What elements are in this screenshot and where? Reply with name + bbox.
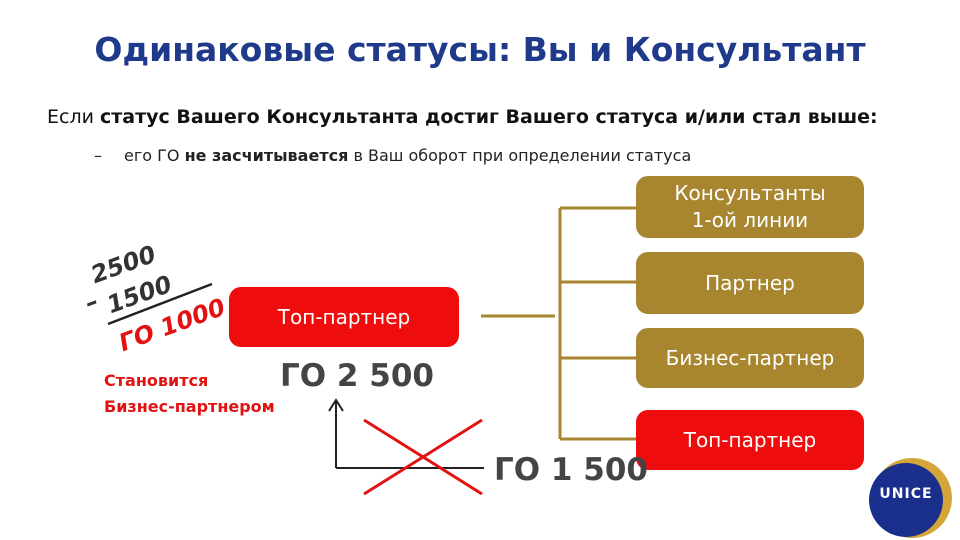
sub-part1: его ГО [124, 146, 185, 165]
calc-underline [107, 282, 213, 326]
right-box-1-line2: 1-ой линии [691, 208, 809, 232]
sub-part2: в Ваш оборот при определении статуса [348, 146, 692, 165]
right-box-1-line1: Консультанты [674, 181, 826, 205]
right-box-business-partner: Бизнес-партнер [636, 328, 864, 388]
right-box-top-partner: Топ-партнер [636, 410, 864, 470]
arrow-head [328, 398, 344, 412]
lead-prefix: Если [47, 106, 100, 128]
sub-bold: не засчитывается [184, 146, 349, 165]
logo-disc [869, 463, 943, 537]
bullet-dash: – [94, 146, 102, 165]
logo-text: UNICE [879, 486, 933, 502]
lead-bold: статус Вашего Консультанта достиг Вашего… [99, 106, 878, 128]
right-box-partner: Партнер [636, 252, 864, 314]
unice-logo [869, 458, 952, 538]
slide-title: Одинаковые статусы: Вы и Консультант [94, 30, 866, 69]
sub-bullet: – его ГО не засчитывается в Ваш оборот пр… [94, 146, 691, 165]
right-box-consultants: Консультанты 1-ой линии [636, 176, 864, 238]
cross-line-2 [363, 418, 483, 496]
note-line2: Бизнес-партнером [104, 397, 275, 417]
main-status-box: Топ-партнер [229, 287, 459, 347]
lead-text: Если статус Вашего Консультанта достиг В… [47, 106, 878, 128]
go-total: ГО 2 500 [280, 358, 434, 394]
note-line1: Становится [104, 371, 209, 390]
go-excluded: ГО 1 500 [494, 452, 648, 488]
